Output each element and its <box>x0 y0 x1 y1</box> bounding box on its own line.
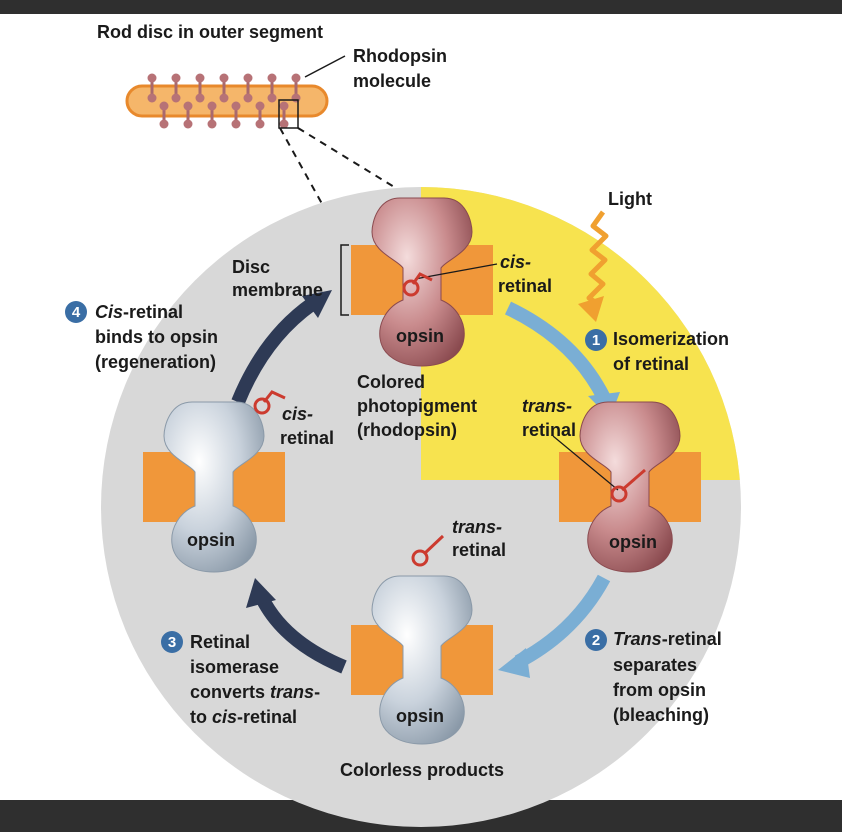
rhodopsin-pointer-line <box>304 55 346 78</box>
disc-molecule-lower <box>207 101 217 129</box>
colorless-products-label: Colorless products <box>340 760 504 780</box>
step3-line1: Retinal <box>190 632 250 652</box>
opsin-label-top: opsin <box>396 326 444 346</box>
arrow-step3-head <box>246 578 276 608</box>
arrow-step4-shaft <box>231 298 317 405</box>
opsin-left-protein <box>163 401 265 573</box>
colored-photopigment-line2: photopigment <box>357 396 477 416</box>
trans-retinal-bottom-line1: trans- <box>452 517 502 537</box>
cis-retinal-left-line1: cis- <box>282 404 313 424</box>
disc-membrane-bracket <box>340 244 349 316</box>
trans-retinal-bottom-line2: retinal <box>452 540 506 560</box>
rhodopsin-label-line2: molecule <box>353 71 431 91</box>
arrow-step2-shaft <box>514 574 611 669</box>
disc-molecule-upper <box>219 73 229 103</box>
trans-retinal-right-chain <box>621 468 646 492</box>
disc-molecule-upper <box>267 73 277 103</box>
rhodopsin-top-protein <box>371 197 473 367</box>
step2-line1: Trans-retinal <box>613 629 722 649</box>
trans-retinal-right-ring <box>610 485 628 503</box>
rod-disc <box>125 73 329 129</box>
disc-molecule-lower <box>159 101 169 129</box>
step1-badge <box>585 329 607 351</box>
step2-number: 2 <box>592 632 600 649</box>
disc-molecule-lower <box>255 101 265 129</box>
disc-membrane-label-line1: Disc <box>232 257 270 277</box>
step3-line3: converts trans- <box>190 682 320 702</box>
cis-pointer-top <box>414 263 498 280</box>
rhodopsin-top <box>351 197 498 367</box>
rhodopsin-right-protein <box>579 401 681 573</box>
cis-retinal-top-line2: retinal <box>498 276 552 296</box>
step1-line1: Isomerization <box>613 329 729 349</box>
cis-retinal-top-line1: cis- <box>500 252 531 272</box>
rhodopsin-right <box>552 401 701 573</box>
disc-membrane-label-line2: membrane <box>232 280 323 300</box>
step2-line2: separates <box>613 655 697 675</box>
step1-number: 1 <box>592 332 600 349</box>
opsin-bottom <box>351 575 493 745</box>
disc-molecule-lower <box>279 101 289 129</box>
colored-photopigment-line1: Colored <box>357 372 425 392</box>
cis-retinal-top-chain <box>411 272 433 285</box>
step3-number: 3 <box>168 634 176 651</box>
free-cis-retinal <box>253 390 286 415</box>
light-ray-arrowhead <box>578 296 604 322</box>
arrow-step3-shaft <box>255 594 347 674</box>
opsin-label-right: opsin <box>609 532 657 552</box>
trans-retinal-right-line1: trans- <box>522 396 572 416</box>
step4-number: 4 <box>72 304 81 321</box>
disc-molecule-upper <box>243 73 253 103</box>
trans-retinal-right-line2: retinal <box>522 420 576 440</box>
step4-line1: Cis-retinal <box>95 302 183 322</box>
step3-line4: to cis-retinal <box>190 707 297 727</box>
title-label: Rod disc in outer segment <box>97 22 323 42</box>
step2-line3: from opsin <box>613 680 706 700</box>
step4-line3: (regeneration) <box>95 352 216 372</box>
disc-molecule-upper <box>171 73 181 103</box>
step2-line4: (bleaching) <box>613 705 709 725</box>
trans-pointer-right <box>552 435 619 491</box>
arrow-step1-shaft <box>504 301 611 402</box>
free-trans-retinal <box>411 534 445 567</box>
step3-badge <box>161 631 183 653</box>
disc-zoom-box <box>278 99 299 129</box>
disc-molecule-upper <box>195 73 205 103</box>
arrow-step2-head <box>498 648 530 678</box>
opsin-label-bottom: opsin <box>396 706 444 726</box>
light-ray <box>586 210 609 307</box>
step2-badge <box>585 629 607 651</box>
disc-molecule-upper <box>147 73 157 103</box>
arrow-step4-head <box>302 290 332 318</box>
step4-line2: binds to opsin <box>95 327 218 347</box>
disc-molecule-lower <box>231 101 241 129</box>
disc-rhodopsin-molecules <box>147 73 301 129</box>
disc-molecule-lower <box>183 101 193 129</box>
opsin-left <box>143 401 285 573</box>
opsin-label-left: opsin <box>187 530 235 550</box>
opsin-bottom-protein <box>371 575 473 745</box>
light-label: Light <box>608 189 652 209</box>
colored-photopigment-line3: (rhodopsin) <box>357 420 457 440</box>
cis-retinal-left-line2: retinal <box>280 428 334 448</box>
rhodopsin-label-line1: Rhodopsin <box>353 46 447 66</box>
step1-line2: of retinal <box>613 354 689 374</box>
cis-retinal-top-ring <box>402 279 420 297</box>
top-frame-bar <box>0 0 842 14</box>
step4-badge <box>65 301 87 323</box>
step3-line2: isomerase <box>190 657 279 677</box>
zoom-dash-left <box>279 127 347 248</box>
